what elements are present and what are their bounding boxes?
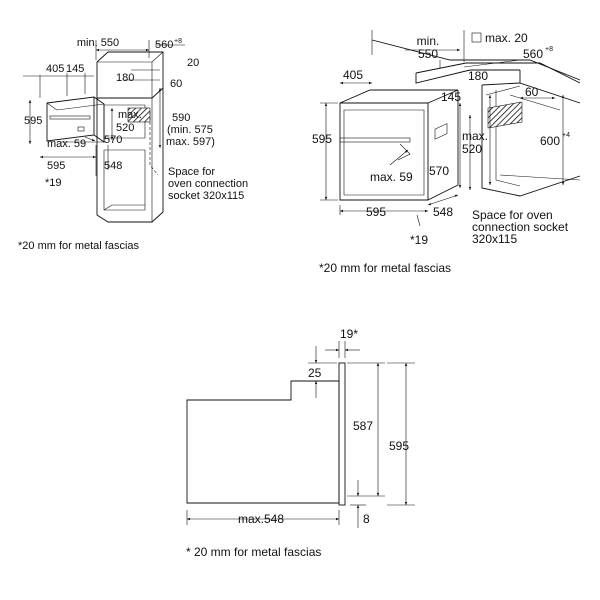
diagram-side-view: 19* 25 587 595 max.548 8 * 20 mm for met…	[186, 327, 415, 559]
b-min-a: min.	[417, 34, 440, 48]
a-max-520-a: max.	[118, 109, 142, 121]
c-587: 587	[353, 419, 373, 433]
c-19: 19*	[340, 327, 358, 341]
b-600: 600	[540, 134, 560, 148]
b-oven-front	[339, 102, 429, 201]
a-width-560: 560	[155, 39, 173, 51]
b-socket-2: connection socket	[472, 220, 569, 234]
b-max-520-b: 520	[462, 142, 482, 156]
a-width-tol: +8	[174, 38, 182, 45]
a-570: 570	[104, 134, 122, 146]
a-footnote: *20 mm for metal fascias	[18, 240, 140, 252]
c-8: 8	[363, 512, 370, 526]
b-145: 145	[441, 90, 461, 104]
c-25: 25	[308, 366, 322, 380]
a-405: 405	[46, 63, 64, 75]
a-590: 590	[172, 112, 190, 124]
diagram-under-worktop: min. 550 max. 20 560 +8 405 180 60 145 5…	[312, 30, 581, 275]
side-oven-body	[186, 380, 340, 504]
a-180: 180	[116, 72, 134, 84]
b-548: 548	[433, 205, 453, 219]
b-max20-box	[471, 32, 482, 43]
b-socket-1: Space for oven	[472, 208, 553, 222]
a-145: 145	[66, 63, 84, 75]
a-19: *19	[45, 177, 62, 189]
a-595-bottom: 595	[47, 160, 65, 172]
b-max20: max. 20	[485, 31, 528, 45]
b-max59: max. 59	[370, 170, 413, 184]
c-footnote: * 20 mm for metal fascias	[186, 545, 321, 559]
b-oven-handle	[339, 137, 411, 143]
a-socket-3: socket 320x115	[168, 190, 244, 202]
a-max597: max. 597)	[166, 136, 215, 148]
b-60: 60	[525, 85, 539, 99]
a-max-520-b: 520	[116, 122, 134, 134]
b-19: *19	[410, 233, 428, 247]
side-front-fascia	[338, 362, 346, 506]
a-min550: min. 550	[77, 37, 119, 49]
a-max59: max. 59	[47, 138, 86, 150]
b-width-560: 560	[523, 47, 543, 61]
diagram-tall-cabinet: min. 550 560 +8 20 405 145 180 60 595 ma…	[18, 37, 248, 252]
b-footnote: *20 mm for metal fascias	[319, 261, 451, 275]
b-595-bottom: 595	[366, 205, 386, 219]
b-socket-area-hatch	[487, 101, 523, 129]
b-600-tol: +4	[562, 132, 570, 139]
b-min-b: 550	[418, 47, 438, 61]
b-595: 595	[312, 132, 332, 146]
b-570: 570	[429, 164, 449, 178]
b-405: 405	[343, 68, 363, 82]
a-min575: (min. 575	[167, 124, 213, 136]
a-595-side: 595	[24, 115, 42, 127]
b-socket-3: 320x115	[472, 232, 517, 246]
c-595: 595	[389, 439, 409, 453]
b-max-520-a: max.	[462, 129, 488, 143]
c-max548: max.548	[238, 512, 284, 526]
a-socket-1: Space for	[168, 166, 215, 178]
oven-handle	[49, 115, 91, 120]
a-60: 60	[170, 78, 182, 90]
a-socket-2: oven connection	[168, 178, 248, 190]
a-20: 20	[187, 57, 199, 69]
cabinet-body	[96, 88, 164, 223]
b-width-tol: +8	[545, 46, 553, 53]
a-548: 548	[104, 160, 122, 172]
b-180: 180	[468, 69, 488, 83]
